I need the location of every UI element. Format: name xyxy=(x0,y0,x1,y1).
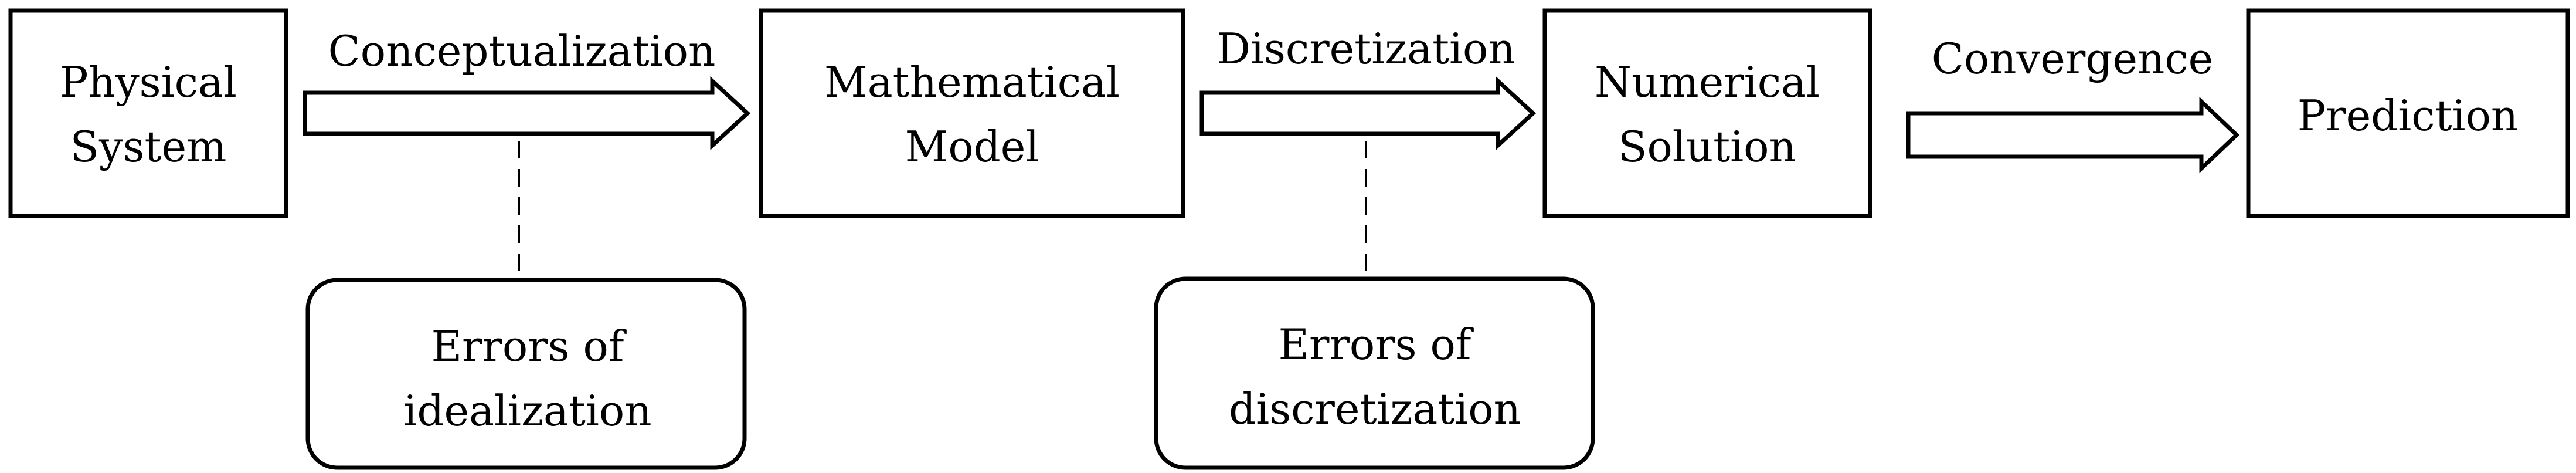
error-label-line1: Errors of xyxy=(431,322,627,371)
error-note-idealization: Errors of idealization xyxy=(305,278,747,470)
stage-prediction: Prediction xyxy=(2246,8,2570,218)
transition-discretization: Discretization xyxy=(1199,24,1537,150)
error-label-line1: Errors of xyxy=(1279,320,1474,369)
stage-label-line2: Solution xyxy=(1618,122,1796,171)
stage-label-line2: Model xyxy=(905,122,1039,171)
stage-box xyxy=(759,8,1185,218)
stage-numerical-solution: Numerical Solution xyxy=(1542,8,1872,218)
stage-label-line2: System xyxy=(70,122,227,171)
transition-label: Convergence xyxy=(1932,34,2214,83)
transition-convergence: Convergence xyxy=(1906,34,2240,174)
stage-box xyxy=(1542,8,1872,218)
transition-label: Conceptualization xyxy=(328,26,716,76)
stage-mathematical-model: Mathematical Model xyxy=(759,8,1185,218)
error-label-line2: idealization xyxy=(403,386,651,435)
stage-label-line1: Prediction xyxy=(2298,91,2519,140)
stage-box xyxy=(8,8,288,218)
stage-label-line1: Mathematical xyxy=(824,58,1120,107)
transition-conceptualization: Conceptualization xyxy=(303,26,751,150)
error-note-discretization: Errors of discretization xyxy=(1154,276,1595,470)
stage-physical-system: Physical System xyxy=(8,8,288,218)
error-box xyxy=(1154,276,1595,470)
stage-box xyxy=(2246,8,2570,218)
stage-label-line1: Physical xyxy=(60,58,237,107)
error-label-line2: discretization xyxy=(1229,384,1521,434)
hollow-arrow xyxy=(303,76,751,150)
hollow-arrow xyxy=(1199,76,1537,150)
error-box xyxy=(305,278,747,470)
hollow-arrow xyxy=(1906,96,2240,174)
transition-label: Discretization xyxy=(1216,24,1515,73)
stage-label-line1: Numerical xyxy=(1595,58,1820,107)
